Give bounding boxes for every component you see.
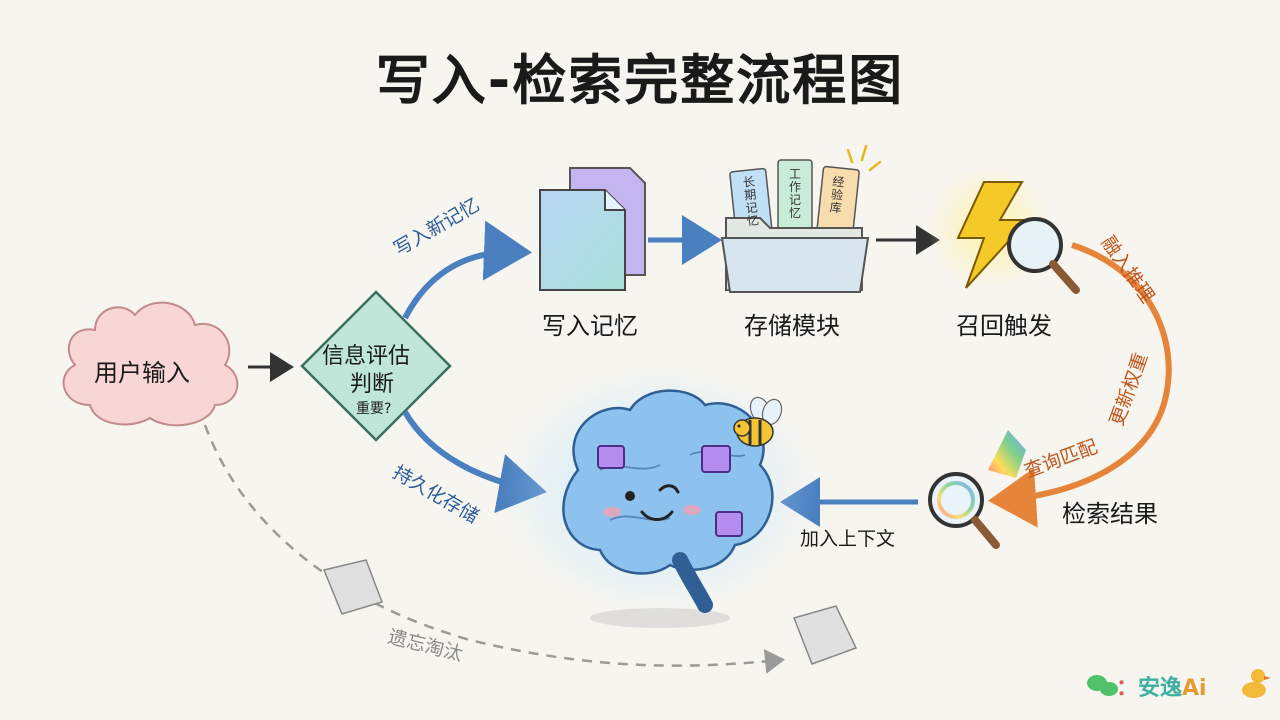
folder-tab-working: 工作记忆 [788, 167, 801, 220]
write-memory-label: 写入记忆 [542, 312, 638, 340]
folder-icon [720, 144, 882, 293]
discarded-paper-icon [322, 559, 858, 665]
duck-icon [1242, 669, 1271, 698]
search-result-icon [928, 430, 1026, 549]
chip-icon [715, 511, 743, 537]
retrieval-result-label: 检索结果 [1062, 500, 1158, 528]
page-title: 写入-检索完整流程图 [375, 49, 905, 112]
evaluate-diamond [300, 290, 452, 442]
arrow-fuse-reasoning-loop [988, 242, 1172, 528]
magnifier-icon [1007, 217, 1080, 294]
user-input-label: 用户输入 [94, 359, 190, 387]
arrow-forget-eliminate [203, 424, 785, 674]
edge-label-add-context: 加入上下文 [800, 528, 896, 550]
watermark: ：安逸Ai [1088, 670, 1207, 702]
recall-trigger-label: 召回触发 [956, 312, 1052, 340]
chip-icon [701, 445, 731, 473]
evaluate-label-line2: 判断 [350, 372, 395, 397]
evaluate-sub-label: 重要? [356, 401, 392, 417]
watermark-suffix: Ai [1182, 676, 1207, 701]
chip-icon [597, 445, 625, 469]
evaluate-label-line1: 信息评估 [322, 344, 411, 369]
wechat-icon [1087, 675, 1118, 696]
watermark-separator: ： [1116, 676, 1139, 701]
bee-icon [733, 396, 783, 447]
user-input-cloud [62, 301, 239, 427]
arrow-write-new-memory [402, 220, 532, 320]
watermark-brand: 安逸 [1138, 676, 1183, 701]
storage-module-label: 存储模块 [744, 312, 840, 340]
document-icon [539, 167, 646, 291]
